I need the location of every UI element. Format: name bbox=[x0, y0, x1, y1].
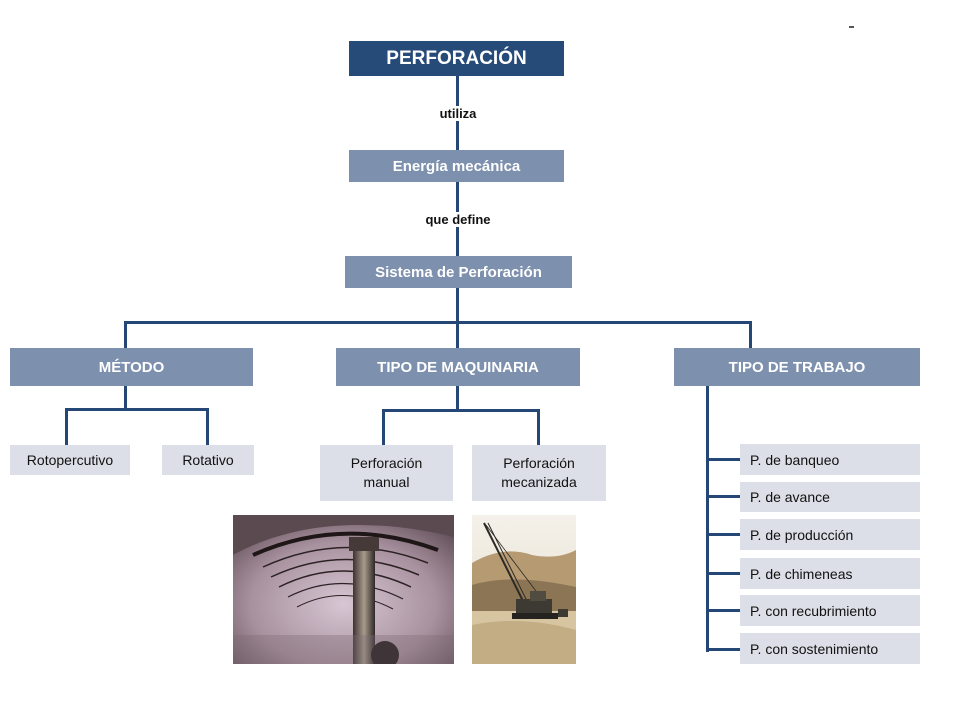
connector-utiliza: utiliza bbox=[408, 106, 508, 121]
trabajo-item-recubrimiento: P. con recubrimiento bbox=[740, 595, 920, 626]
metodo-item-rotativo: Rotativo bbox=[162, 445, 254, 475]
line-trabajo-tick-2 bbox=[706, 495, 740, 498]
system-text: Sistema de Perforación bbox=[375, 263, 542, 281]
line-maquinaria-left bbox=[382, 409, 385, 445]
category-trabajo-label: TIPO DE TRABAJO bbox=[728, 358, 866, 376]
trabajo-item-recubrimiento-label: P. con recubrimiento bbox=[750, 602, 877, 619]
title-text: PERFORACIÓN bbox=[386, 47, 527, 69]
trabajo-item-banqueo-label: P. de banqueo bbox=[750, 451, 840, 468]
line-trabajo-tick-5 bbox=[706, 609, 740, 612]
line-metodo-right bbox=[206, 408, 209, 445]
category-metodo-label: MÉTODO bbox=[98, 358, 165, 376]
line-metodo-left bbox=[65, 408, 68, 445]
metodo-item-rotopercutivo: Rotopercutivo bbox=[10, 445, 130, 475]
connector-que-define: que define bbox=[398, 212, 518, 227]
trabajo-item-banqueo: P. de banqueo bbox=[740, 444, 920, 475]
line-trabajo-tick-4 bbox=[706, 572, 740, 575]
maquinaria-item-manual-label: Perforación manual bbox=[350, 455, 423, 490]
line-maquinaria-right bbox=[537, 409, 540, 445]
manual-drilling-photo bbox=[233, 515, 454, 664]
category-maquinaria: TIPO DE MAQUINARIA bbox=[336, 348, 580, 386]
trabajo-item-produccion-label: P. de producción bbox=[750, 526, 854, 543]
category-trabajo: TIPO DE TRABAJO bbox=[674, 348, 920, 386]
energy-text: Energía mecánica bbox=[392, 157, 521, 175]
category-maquinaria-label: TIPO DE MAQUINARIA bbox=[377, 358, 539, 376]
line-metodo-down bbox=[124, 386, 127, 410]
trabajo-item-chimeneas-label: P. de chimeneas bbox=[750, 565, 853, 582]
category-metodo: MÉTODO bbox=[10, 348, 253, 386]
metodo-item-rotopercutivo-label: Rotopercutivo bbox=[26, 452, 114, 468]
system-node: Sistema de Perforación bbox=[345, 256, 572, 288]
line-maquinaria-bar bbox=[382, 409, 540, 412]
mechanized-drilling-photo bbox=[472, 515, 576, 664]
trabajo-item-sostenimiento: P. con sostenimiento bbox=[740, 633, 920, 664]
trabajo-item-avance-label: P. de avance bbox=[750, 489, 830, 505]
metodo-item-rotativo-label: Rotativo bbox=[182, 452, 234, 468]
line-to-metodo bbox=[124, 321, 127, 348]
trabajo-item-chimeneas: P. de chimeneas bbox=[740, 558, 920, 589]
maquinaria-item-manual: Perforación manual bbox=[320, 445, 453, 501]
trabajo-item-avance: P. de avance bbox=[740, 482, 920, 512]
energy-node: Energía mecánica bbox=[349, 150, 564, 182]
trabajo-item-produccion: P. de producción bbox=[740, 519, 920, 550]
maquinaria-item-mecanizada-label: Perforación mecanizada bbox=[501, 455, 577, 490]
line-maquinaria-down bbox=[456, 386, 459, 411]
maquinaria-item-mecanizada: Perforación mecanizada bbox=[472, 445, 606, 501]
corner-mark bbox=[849, 26, 854, 28]
line-trabajo-tick-1 bbox=[706, 458, 740, 461]
title-node: PERFORACIÓN bbox=[349, 41, 564, 76]
line-trabajo-tick-3 bbox=[706, 533, 740, 536]
line-metodo-bar bbox=[65, 408, 209, 411]
line-to-trabajo bbox=[749, 321, 752, 348]
line-category-bar bbox=[124, 321, 752, 324]
line-trabajo-vertical bbox=[706, 386, 709, 652]
line-trabajo-tick-6 bbox=[706, 648, 740, 651]
line-trunk-3 bbox=[456, 288, 459, 348]
trabajo-item-sostenimiento-label: P. con sostenimiento bbox=[750, 640, 879, 657]
